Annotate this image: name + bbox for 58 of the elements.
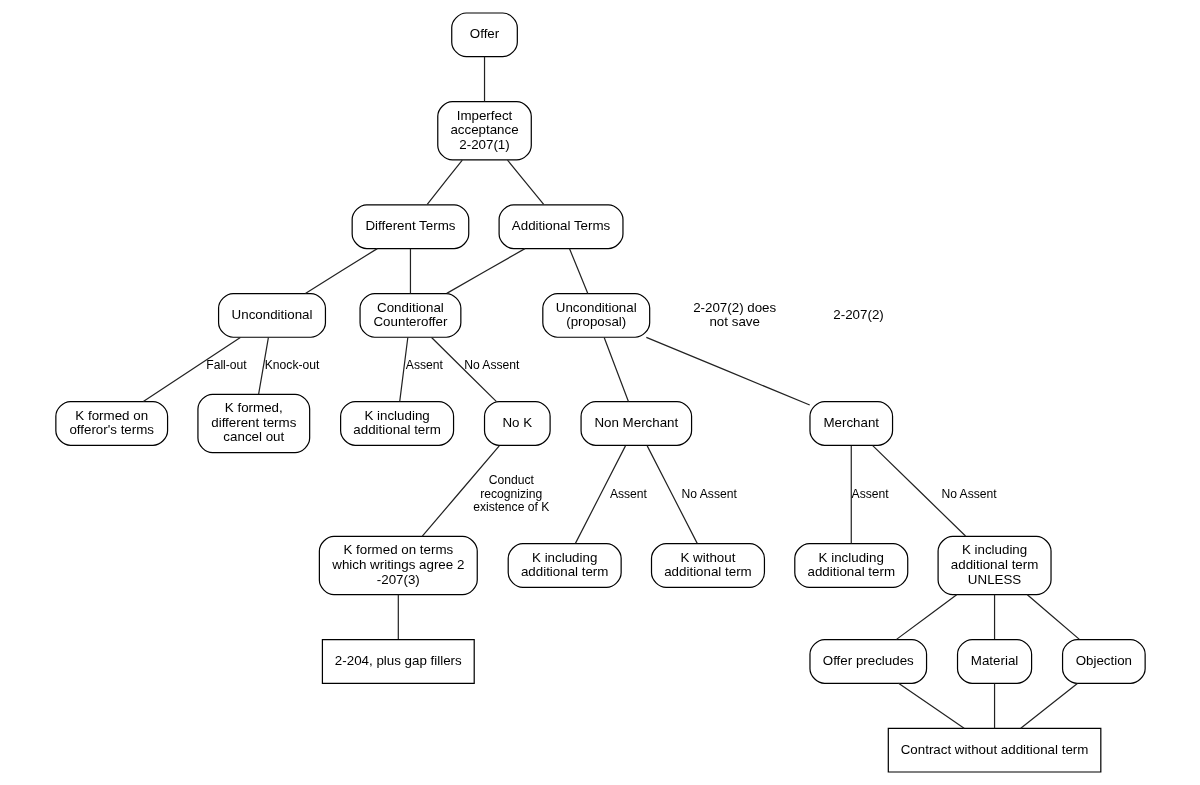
connector (430, 336, 497, 403)
node-box: Offer (450, 12, 518, 58)
node-box: Unconditional (proposal) (541, 292, 650, 338)
connector (397, 594, 399, 640)
connector (850, 445, 852, 544)
edge-label: Fall-out (205, 357, 247, 372)
connector (1019, 682, 1078, 729)
connector (603, 336, 629, 403)
edge-label: No Assent (940, 486, 997, 501)
node-box: K formed on terms which writings agree 2 -207(3) (318, 535, 478, 596)
node-box: Different Terms (351, 204, 469, 250)
node-box: Additional Terms (498, 204, 624, 250)
connector (993, 594, 995, 640)
connector (895, 594, 957, 640)
node-box: Offer precludes (808, 639, 927, 684)
connector (409, 248, 411, 295)
connector (506, 159, 544, 205)
edge-label: Knock-out (264, 357, 319, 372)
node-box: K including additional term (507, 543, 622, 588)
label: 2-207(2) (832, 306, 884, 322)
connector (645, 336, 810, 406)
edge-label: Assent (609, 486, 647, 501)
connector (646, 445, 698, 544)
node-box: K including additional term (793, 543, 908, 588)
edge-label: Conduct recognizing existence of K (472, 473, 549, 514)
connector (426, 159, 463, 205)
node-box: Unconditional (217, 292, 326, 338)
node-box: Imperfect acceptance 2-207(1) (436, 101, 532, 161)
edge-label: Assent (405, 357, 443, 372)
node-box: No K (483, 401, 551, 446)
connector (993, 682, 995, 729)
node-box: Merchant (808, 401, 893, 446)
connector (257, 336, 269, 395)
edge-label: No Assent (463, 357, 519, 372)
node-box: K including additional term (339, 401, 454, 446)
connector (871, 445, 966, 537)
node-box: K including additional term UNLESS (937, 535, 1052, 596)
connector (483, 56, 485, 103)
node-box: K formed, different terms cancel out (196, 393, 310, 454)
node-box: Non Merchant (579, 401, 692, 446)
connector (304, 248, 378, 294)
node-box: Conditional Counteroffer (358, 292, 461, 338)
node-box: K without additional term (650, 543, 765, 588)
connector (568, 248, 588, 295)
connector (1026, 594, 1080, 640)
connector (897, 682, 965, 729)
node-box: Contract without additional term (887, 727, 1101, 773)
node-box: 2-204, plus gap fillers (321, 639, 475, 684)
node-box: K formed on offeror's terms (54, 401, 168, 446)
connector (421, 445, 500, 537)
edge-label: No Assent (681, 486, 737, 501)
node-box: Material (956, 639, 1032, 684)
connector (574, 445, 626, 544)
node-box: Objection (1061, 639, 1146, 684)
connector (142, 336, 241, 403)
connector (445, 248, 526, 294)
label: 2-207(2) does not save (692, 299, 776, 330)
connector (398, 336, 408, 403)
